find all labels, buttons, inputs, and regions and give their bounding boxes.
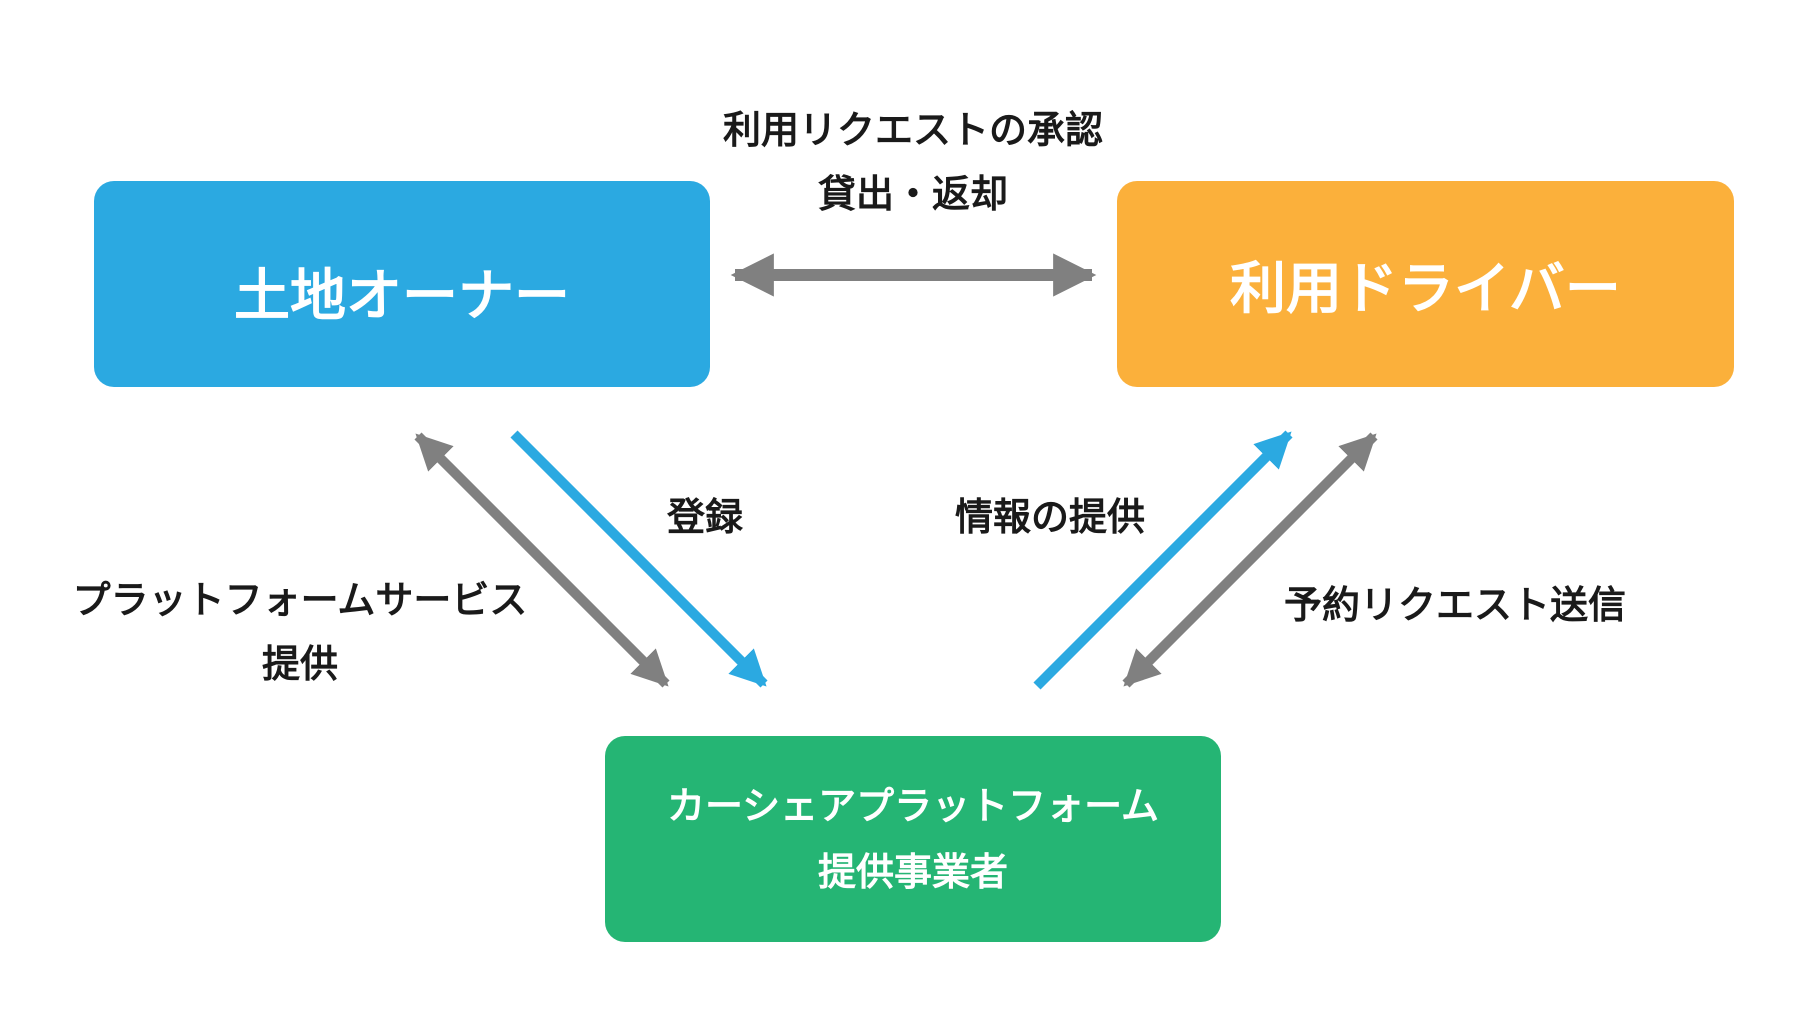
edge-label-owner-driver: 利用リクエストの承認 貸出・返却 [620,98,1206,226]
node-driver-label: 利用ドライバー [1230,256,1621,322]
edge-label-register: 登録 [640,485,770,549]
edge-label-platform-service: プラットフォームサービス 提供 [20,568,580,696]
edge-label-info-text: 情報の提供 [954,495,1145,539]
edge-label-request-text: 予約リクエスト送信 [1283,583,1626,627]
edge-label-platform-service-line1: プラットフォームサービス [72,578,528,622]
node-land-owner: 土地オーナー [94,181,710,387]
edge-label-owner-driver-line1: 利用リクエストの承認 [722,108,1103,152]
node-driver: 利用ドライバー [1117,181,1734,387]
arrow-driver-platform [1122,432,1378,688]
node-platform: カーシェアプラットフォーム 提供事業者 [605,736,1221,942]
node-platform-label-line2: 提供事業者 [817,850,1008,894]
edge-label-register-text: 登録 [666,495,743,539]
node-land-owner-label: 土地オーナー [234,263,570,329]
edge-label-info: 情報の提供 [930,485,1170,549]
edge-label-request: 予約リクエスト送信 [1245,573,1665,637]
edge-label-owner-driver-line2: 貸出・返却 [817,172,1008,216]
edge-label-platform-service-line2: 提供 [261,642,338,686]
node-platform-label-line1: カーシェアプラットフォーム [666,784,1160,828]
arrow-register [510,430,768,688]
arrow-owner-platform [414,432,670,688]
